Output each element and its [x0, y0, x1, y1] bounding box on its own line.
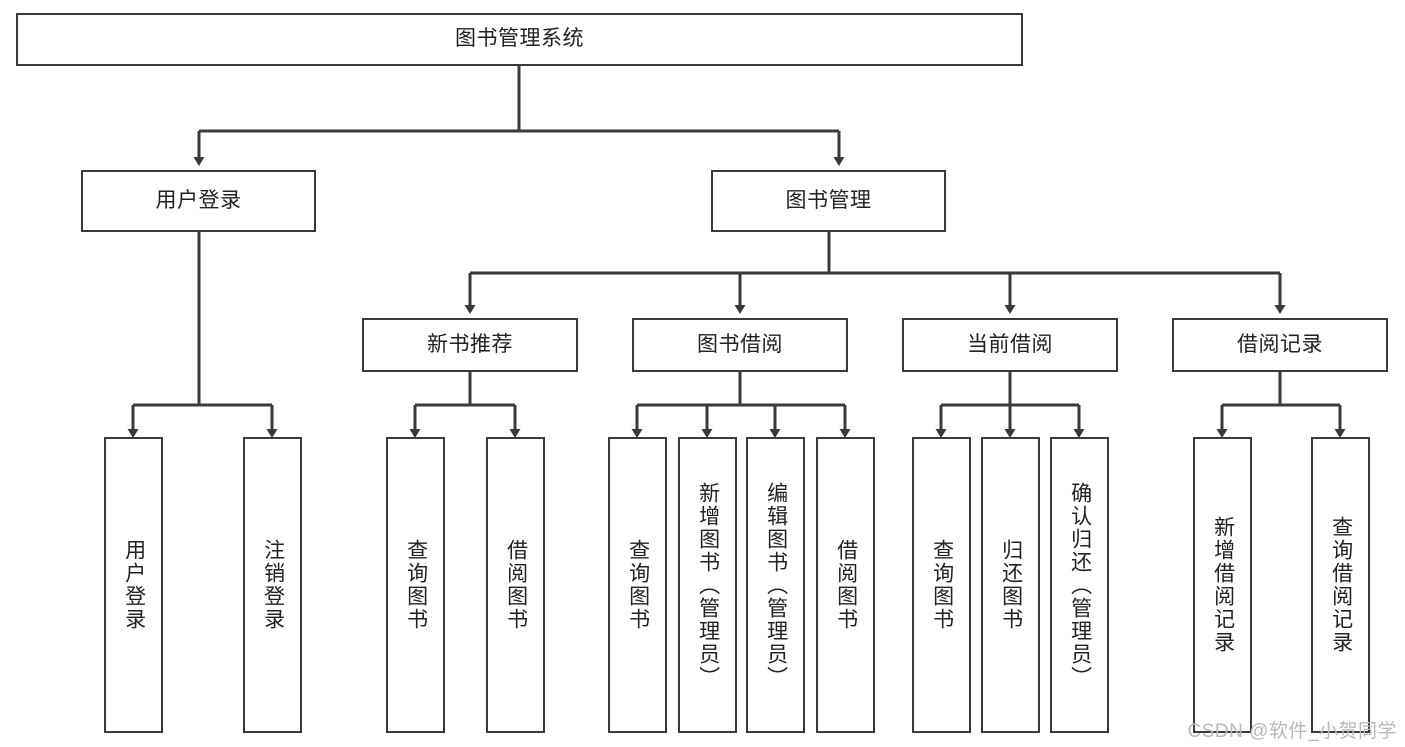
leaf-new-book-0-label: 查询图书 [404, 539, 428, 631]
node-borrow-record-label: 借阅记录 [1237, 332, 1323, 356]
leaf-book-borrow-3-label: 借阅图书 [834, 539, 858, 631]
node-current-borrow[interactable]: 当前借阅 [902, 318, 1118, 372]
leaf-new-book-0[interactable]: 查询图书 [386, 437, 445, 733]
watermark: CSDN @软件_小贺同学 [1187, 721, 1397, 742]
leaf-user-login-0[interactable]: 用户登录 [104, 437, 163, 733]
leaf-borrow-record-1[interactable]: 查询借阅记录 [1311, 437, 1370, 733]
node-borrow-record[interactable]: 借阅记录 [1172, 318, 1388, 372]
node-current-borrow-label: 当前借阅 [967, 332, 1053, 356]
leaf-current-borrow-0[interactable]: 查询图书 [912, 437, 971, 733]
node-root[interactable]: 图书管理系统 [16, 13, 1023, 66]
leaf-book-borrow-2-label: 编辑图书（管理员） [764, 481, 788, 689]
node-user-login[interactable]: 用户登录 [81, 170, 316, 232]
leaf-book-borrow-0[interactable]: 查询图书 [608, 437, 667, 733]
leaf-current-borrow-2-label: 确认归还（管理员） [1068, 481, 1092, 689]
leaf-current-borrow-2[interactable]: 确认归还（管理员） [1050, 437, 1109, 733]
leaf-book-borrow-2[interactable]: 编辑图书（管理员） [746, 437, 805, 733]
leaf-user-login-1[interactable]: 注销登录 [243, 437, 302, 733]
leaf-book-borrow-1[interactable]: 新增图书（管理员） [678, 437, 737, 733]
leaf-book-borrow-3[interactable]: 借阅图书 [816, 437, 875, 733]
leaf-book-borrow-0-label: 查询图书 [626, 539, 650, 631]
node-new-book-recommend[interactable]: 新书推荐 [362, 318, 578, 372]
node-book-borrow-label: 图书借阅 [697, 332, 783, 356]
leaf-new-book-1[interactable]: 借阅图书 [486, 437, 545, 733]
leaf-current-borrow-0-label: 查询图书 [930, 539, 954, 631]
leaf-user-login-1-label: 注销登录 [261, 539, 285, 631]
leaf-user-login-0-label: 用户登录 [122, 539, 146, 631]
node-user-login-label: 用户登录 [155, 188, 242, 212]
node-book-management[interactable]: 图书管理 [711, 170, 946, 232]
leaf-current-borrow-1[interactable]: 归还图书 [981, 437, 1040, 733]
node-new-book-recommend-label: 新书推荐 [427, 332, 513, 356]
leaf-borrow-record-0[interactable]: 新增借阅记录 [1193, 437, 1252, 733]
node-book-management-label: 图书管理 [785, 188, 872, 212]
leaf-current-borrow-1-label: 归还图书 [999, 539, 1023, 631]
leaf-new-book-1-label: 借阅图书 [504, 539, 528, 631]
leaf-book-borrow-1-label: 新增图书（管理员） [696, 481, 720, 689]
leaf-borrow-record-0-label: 新增借阅记录 [1211, 516, 1235, 654]
leaf-borrow-record-1-label: 查询借阅记录 [1329, 516, 1353, 654]
node-book-borrow[interactable]: 图书借阅 [632, 318, 848, 372]
node-root-label: 图书管理系统 [455, 27, 584, 51]
